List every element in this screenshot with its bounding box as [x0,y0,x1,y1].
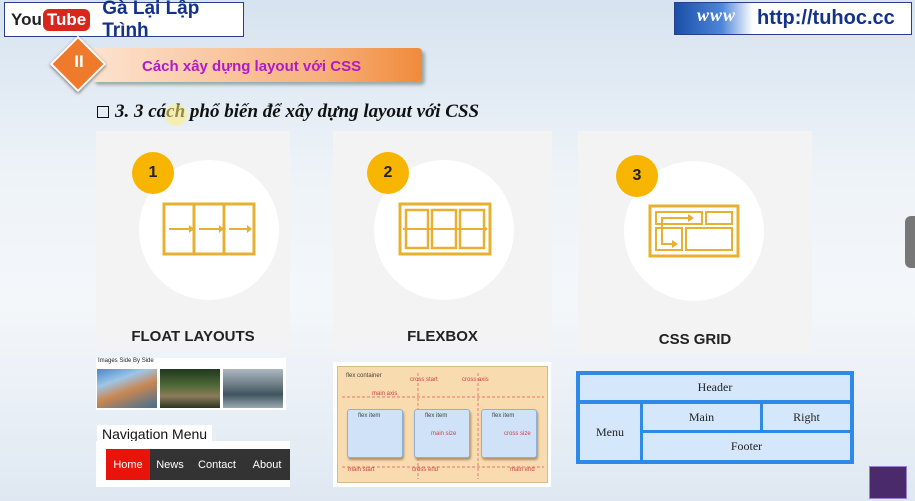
channel-avatar [869,466,907,499]
flex-main-size-label: main size [431,431,457,437]
youtube-channel-box: You Tube Gà Lại Lập Trình [4,0,244,41]
section-banner [92,48,422,82]
css-grid-icon [648,204,740,258]
float-layout-icon [162,202,256,256]
flex-item-label: flex item [358,413,381,419]
card-number-badge: 3 [616,155,658,197]
section-number: II [74,52,84,71]
flex-container-label: flex container [346,373,382,379]
youtube-logo-you: You [11,9,42,29]
thumbnail-mountain-image [223,369,283,408]
flex-item-label: flex item [492,413,515,419]
mouse-cursor-highlight [165,104,187,126]
grid-header-cell: Header [580,375,850,400]
flexbox-icon [398,202,492,256]
flex-container-diagram: flex container cross start cross axis ma… [337,366,548,483]
website-box: www http://tuhoc.cc [674,2,912,35]
grid-footer-cell: Footer [643,433,850,460]
thumbnail-forest-image [160,369,220,408]
card-number-badge: 1 [132,152,174,194]
flex-cross-end-label: cross end [412,467,439,473]
flex-main-end-label: main end [510,467,535,473]
www-label: www [697,5,737,25]
checkbox-bullet-icon [97,106,109,118]
flex-item-2: flex item main size [414,409,470,458]
nav-item-about: About [252,458,282,471]
www-globe-icon: www [675,3,753,34]
youtube-logo-tube: Tube [42,8,91,31]
flex-item-3: flex item cross size [481,409,537,458]
thumbnail-coast-image [97,369,157,408]
card-flexbox: 2 FLEXBOX [333,131,552,351]
slide-heading-text: 3. 3 cách phổ biến để xây dựng layout vớ… [115,101,480,122]
nav-item-home: Home [106,449,150,480]
flex-cross-axis-label: cross axis [462,377,489,383]
grid-menu-cell: Menu [580,404,640,460]
grid-layout-diagram: Header Menu Main Right Footer [576,371,854,464]
images-caption: Images Side By Side [98,358,154,364]
flex-item-1: flex item [347,409,403,458]
nav-item-contact: Contact [198,458,236,471]
grid-right-cell: Right [763,404,850,430]
card-css-grid: 3 CSS GRID [578,131,812,353]
navigation-menu-title: Navigation Menu [97,425,213,443]
flex-item-label: flex item [425,413,448,419]
card-number-badge: 2 [367,152,409,194]
flex-main-axis-label: main axis [372,391,398,397]
images-side-by-side-example: Images Side By Side [96,358,286,410]
slide-heading: 3. 3 cách phổ biến để xây dựng layout vớ… [97,101,479,123]
card-label: FLOAT LAYOUTS [131,328,255,345]
channel-name: Gà Lại Lập Trình [102,0,200,41]
nav-item-news: News [156,458,184,471]
flex-cross-size-label: cross size [504,431,531,437]
card-float-layouts: 1 FLOAT LAYOUTS [96,131,290,351]
grid-main-cell: Main [643,404,760,430]
side-panel-toggle[interactable] [905,216,915,268]
flex-main-start-label: main start [348,467,375,473]
website-url: http://tuhoc.cc [757,7,895,29]
navigation-menu-bar: Home News Contact About [106,449,290,480]
flex-cross-start-label: cross start [410,377,438,383]
section-title: Cách xây dựng layout với CSS [142,58,362,75]
card-label: CSS GRID [658,331,732,348]
card-label: FLEXBOX [407,328,478,345]
